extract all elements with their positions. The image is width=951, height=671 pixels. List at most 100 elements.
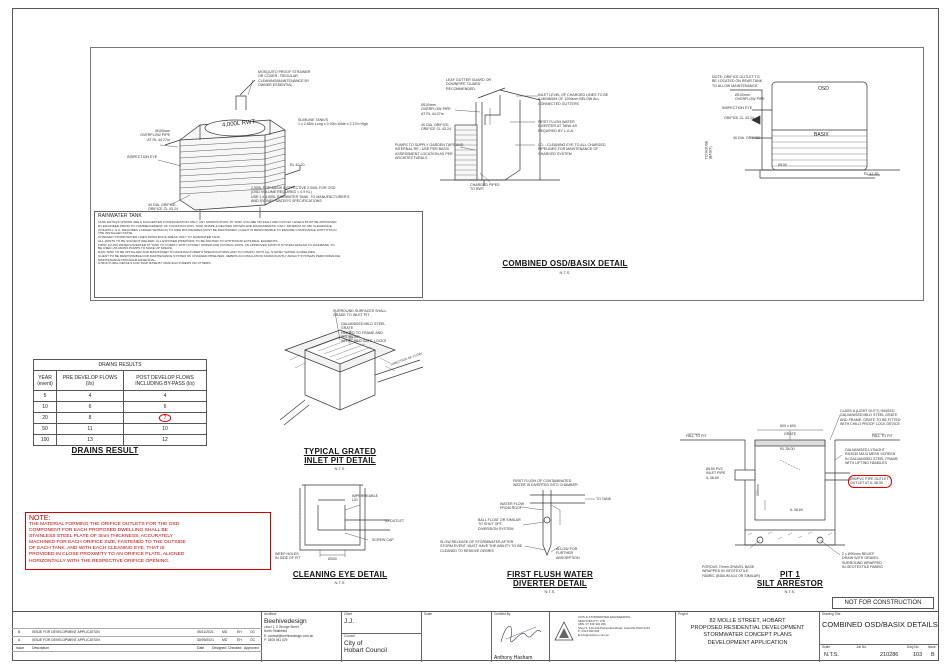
cleaning-eye-lid: IMPERMEABLE LID [352,494,378,503]
rev-code: B [18,630,21,634]
rev-approved: OC [250,638,256,642]
company-details: CIVIL & STORMWATER ENGINEERING SERVICES … [578,615,650,637]
table-cell: 10 [123,423,207,435]
leaf-guard-note: LEAF GUTTER GUARD OR DOWNPIPE 'GUARD' RE… [446,78,492,91]
silt-screen-note: GALVANISED LYSAGHT RH3030 MAXI MESH SCRE… [845,448,898,465]
first-flush-allow: ALLOW FOR FURTHER ABSORPTION [556,547,580,560]
project-description: 82 MOLLE STREET, HOBART PROPOSED RESIDEN… [690,617,805,646]
drains-table: DRAINS RESULTS YEAR (event) PRE DEVELOP … [33,359,207,446]
silt-porous-note: POROUS 70mm GRAVEL BASE WRAPPED IN GEOTE… [702,565,760,578]
architect-cell: Architect Beehivedesign Level 1, 5 Georg… [262,612,342,662]
orifice-pipe-label: Ø100 [778,163,787,167]
company-cell: CIVIL & STORMWATER ENGINEERING SERVICES … [550,612,676,662]
rainwater-tank-notes-box [94,211,423,298]
silt-inlet-note: Ø150 PVC INLET PIPE IL 38.60 [706,467,726,480]
table-cell: 12 [123,434,207,446]
table-cell: 10 [33,401,57,413]
company-logo-icon [554,621,574,641]
drains-result-title: DRAINS RESULT [71,446,139,455]
silt-relief-note: 2 x Ø90mm RELIEF DRAIN WITH GRAVEL SURRO… [842,552,884,569]
drawing-title-label: Drawing Title [822,612,841,616]
drawing-title-cell: Drawing Title COMBINED OSD/BASIX DETAILS… [820,612,939,662]
rev-header-checked: Checked [228,646,242,650]
drains-header-year: YEAR (event) [33,370,57,391]
table-cell: 100 [33,434,57,446]
table-cell: 20 [33,412,57,424]
rev-date: 30/09/2021 [197,638,214,642]
dwg-no-label: Dwg No. [907,645,920,649]
drawing-title: COMBINED OSD/BASIX DETAILS [822,619,938,629]
grated-pit-note2: GALVANISED MILD STEEL GRATE HINGED TO FR… [341,322,387,344]
first-flush-title: FIRST FLUSH WATER DIVERTER DETAIL [507,570,593,588]
silt-outlet-note: Ø90PVC PIPE OUTLET OUTLET AT IL 38.90 [848,475,892,488]
first-flush-water-flow: WATER FLOW FROM ROOF [500,502,524,511]
pumps-note: PUMPS TO SUPPLY GARDEN TAPS AND INTERNAL… [395,143,464,160]
rev-header-designed: Designed [212,646,227,650]
rainwater-tank-notes-body: TANK DETAILS SHOWN ARE A SUGGESTED CONFI… [98,220,341,266]
rev-designed: MD [222,638,228,642]
client-label: Client [344,612,353,616]
table-cell: 13 [56,434,124,446]
revision-header-row: Issue Description Date Designed Checked … [12,644,262,652]
orifice-inspection-eye: INSPECTION EYE [722,106,753,110]
note-body: THE MATERIAL FORMING THE ORIFICE OUTLETS… [29,522,186,564]
cleaning-eye-scale: N.T.S. [334,580,346,585]
project-label: Project [678,612,688,616]
rev-header-issue: Issue [16,646,25,650]
highlighted-value: 7 [158,414,172,422]
osd-detail-scale: N.T.S. [559,270,571,275]
silt-depth: 300mm [755,484,760,497]
to-house-label: TO HOUSE (BASIX) [704,140,713,160]
basix-zone-label: BASIX [814,132,829,138]
architect-address: Level 1, 5 George Street North Strathfie… [264,624,299,633]
grated-pit-title: TYPICAL GRATED INLET PIT DETAIL [303,447,377,465]
tank-rl-note: RL 42.20 [290,163,305,167]
rev-checked: EH [237,630,242,634]
drains-header-post: POST DEVELOP FLOWS INCLUDING BY-PASS (l/… [123,370,207,391]
tank-inspection-eye: INSPECTION EYE [127,155,158,159]
architect-contact: E: contact@beehivedesign.com.au P: 0405 … [264,633,314,642]
drains-table-wrap: DRAINS RESULTS YEAR (event) PRE DEVELOP … [33,359,207,446]
title-block: B ISSUE FOR DEVELOPMENT APPLICATION 05/1… [12,611,939,662]
engineer-name: Anthony Hasham [494,655,533,661]
revision-row: B ISSUE FOR DEVELOPMENT APPLICATION 05/1… [12,628,262,634]
first-flush-ball: BALL FLOAT OR SIMILAR TO SHUT OFF DIVERS… [478,518,521,531]
cleaning-eye-weep: WEEP HOLES IN SIDE OF PIT [275,552,301,561]
rev-header-desc: Description [32,646,49,650]
tb-scale-label: Scale [822,645,830,649]
scale-label: Scale [424,612,432,616]
drawing-frame [12,8,939,661]
table-cell: 8 [56,412,124,424]
first-flush-note: FIRST FLUSH WATER DIVERTER AT TANK AS RE… [538,120,578,133]
slimline-note: SLIMLINE TANK/S 1 x 2.65m Long x 0.92m W… [298,118,368,127]
drains-table-caption: DRAINS RESULTS [33,359,207,371]
tank-capacity-note: 2,000L FOR BASIX & EFFECTIVE 2,000L FOR … [251,186,350,203]
grated-pit-scale: N.T.S. [334,466,346,471]
charged-pipes-note: CHARGED PIPES TO RWT [470,183,500,192]
cleaning-eye-title: CLEANING EYE DETAIL [292,570,388,579]
rev-designed: MD [222,630,228,634]
rainwater-tank-heading: RAINWATER TANK [98,213,142,219]
rev-approved: OC [250,630,256,634]
cleaning-eye-outlet: TO OUTLET [384,519,405,523]
issue-value: B [931,652,935,658]
table-cell: 50 [33,423,57,435]
drains-header-pre: PRE DEVELOP FLOWS (l/s) [56,370,124,391]
mosquito-note: MOSQUITO PROOF STRAINER OR COVER - REGUL… [258,70,311,87]
job-no-label: Job No. [856,645,867,649]
silt-arrestor-title: PIT 1 SILT ARRESTOR [756,570,823,588]
first-flush-to-tank: TO TANK [596,497,612,501]
table-cell: 4 [123,390,207,402]
silt-rl-bottom: IL 38.60 [790,508,803,512]
table-cell: 11 [56,423,124,435]
io-note: I.O. - CLEANING EYE TO ALL CHARGED PIPEL… [538,143,606,156]
orifice-dia: 40 DIA. ORIFICE [733,136,761,140]
first-flush-top-note: FIRST FLUSH OF CONTAMINATED WATER IS DIV… [513,479,578,488]
revision-row: A ISSUE FOR DEVELOPMENT APPLICATION 30/0… [12,636,262,642]
cleaning-eye-cap: SCREW CAP [372,538,394,542]
orifice-cl: ORIFICE CL 43.24 [724,116,755,120]
orifice-rl-label: RL 41.85 [864,172,879,176]
